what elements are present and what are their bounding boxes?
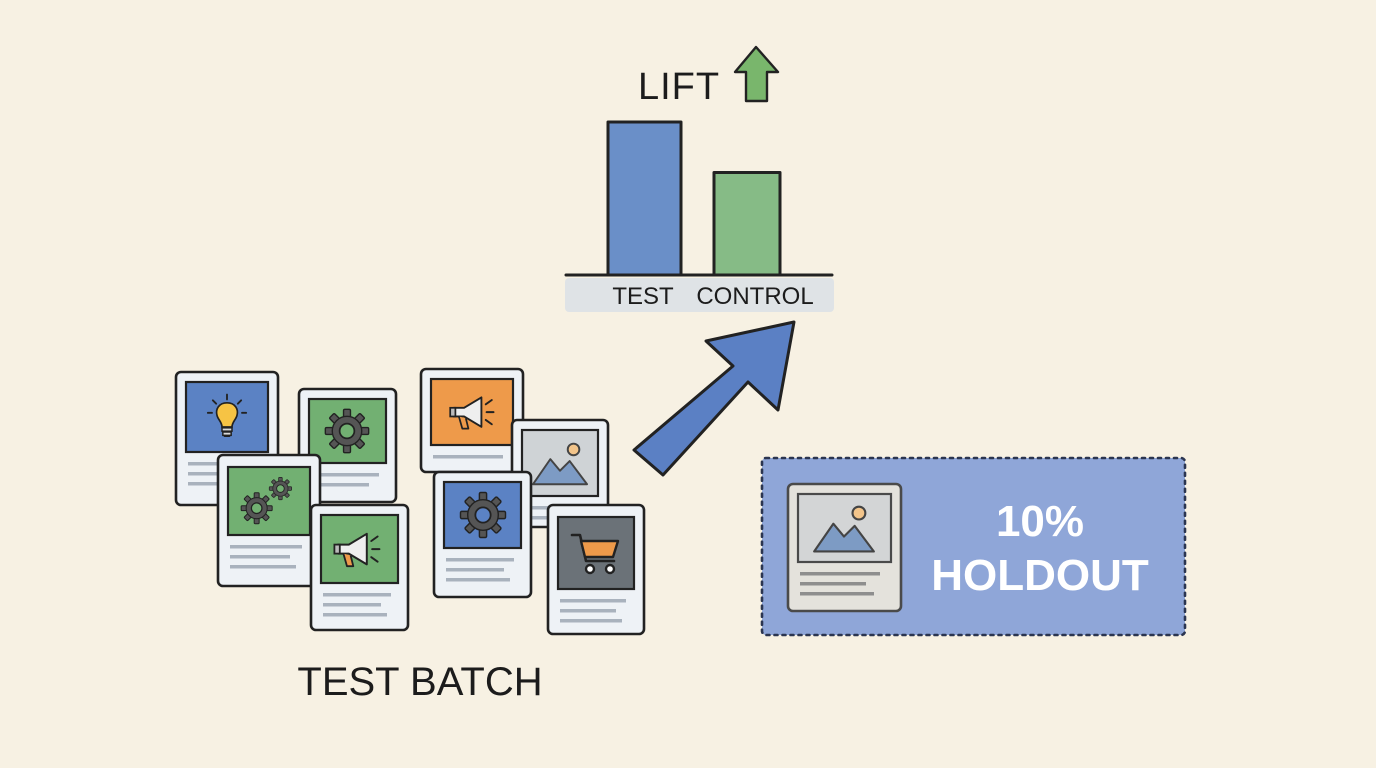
x-axis-band — [565, 278, 834, 312]
bar-control — [712, 170, 782, 277]
tick-label-control: CONTROL — [696, 283, 813, 310]
lift-bar-chart: LIFT TEST CONTROL — [564, 45, 834, 312]
bar-test — [606, 120, 683, 277]
creative-card — [309, 503, 410, 632]
creative-card — [546, 503, 646, 636]
creative-card — [432, 470, 533, 599]
test-batch-label: TEST BATCH — [297, 660, 542, 704]
creative-card — [419, 367, 525, 474]
holdout-box: 10% HOLDOUT — [760, 456, 1187, 637]
tick-label-test: TEST — [612, 283, 674, 310]
creative-card — [510, 418, 610, 529]
big-arrow — [632, 320, 796, 477]
holdout-card — [786, 482, 903, 613]
creative-card — [297, 387, 398, 504]
test-batch-cards: TEST BATCH — [174, 367, 646, 704]
gear-icon — [459, 491, 507, 539]
chart-title: LIFT — [638, 66, 720, 108]
holdout-percent: 10% — [996, 497, 1084, 546]
creative-card — [216, 453, 322, 588]
gear-icon — [324, 408, 370, 454]
lift-up-arrow-icon — [733, 45, 780, 103]
holdout-label: HOLDOUT — [931, 551, 1149, 600]
